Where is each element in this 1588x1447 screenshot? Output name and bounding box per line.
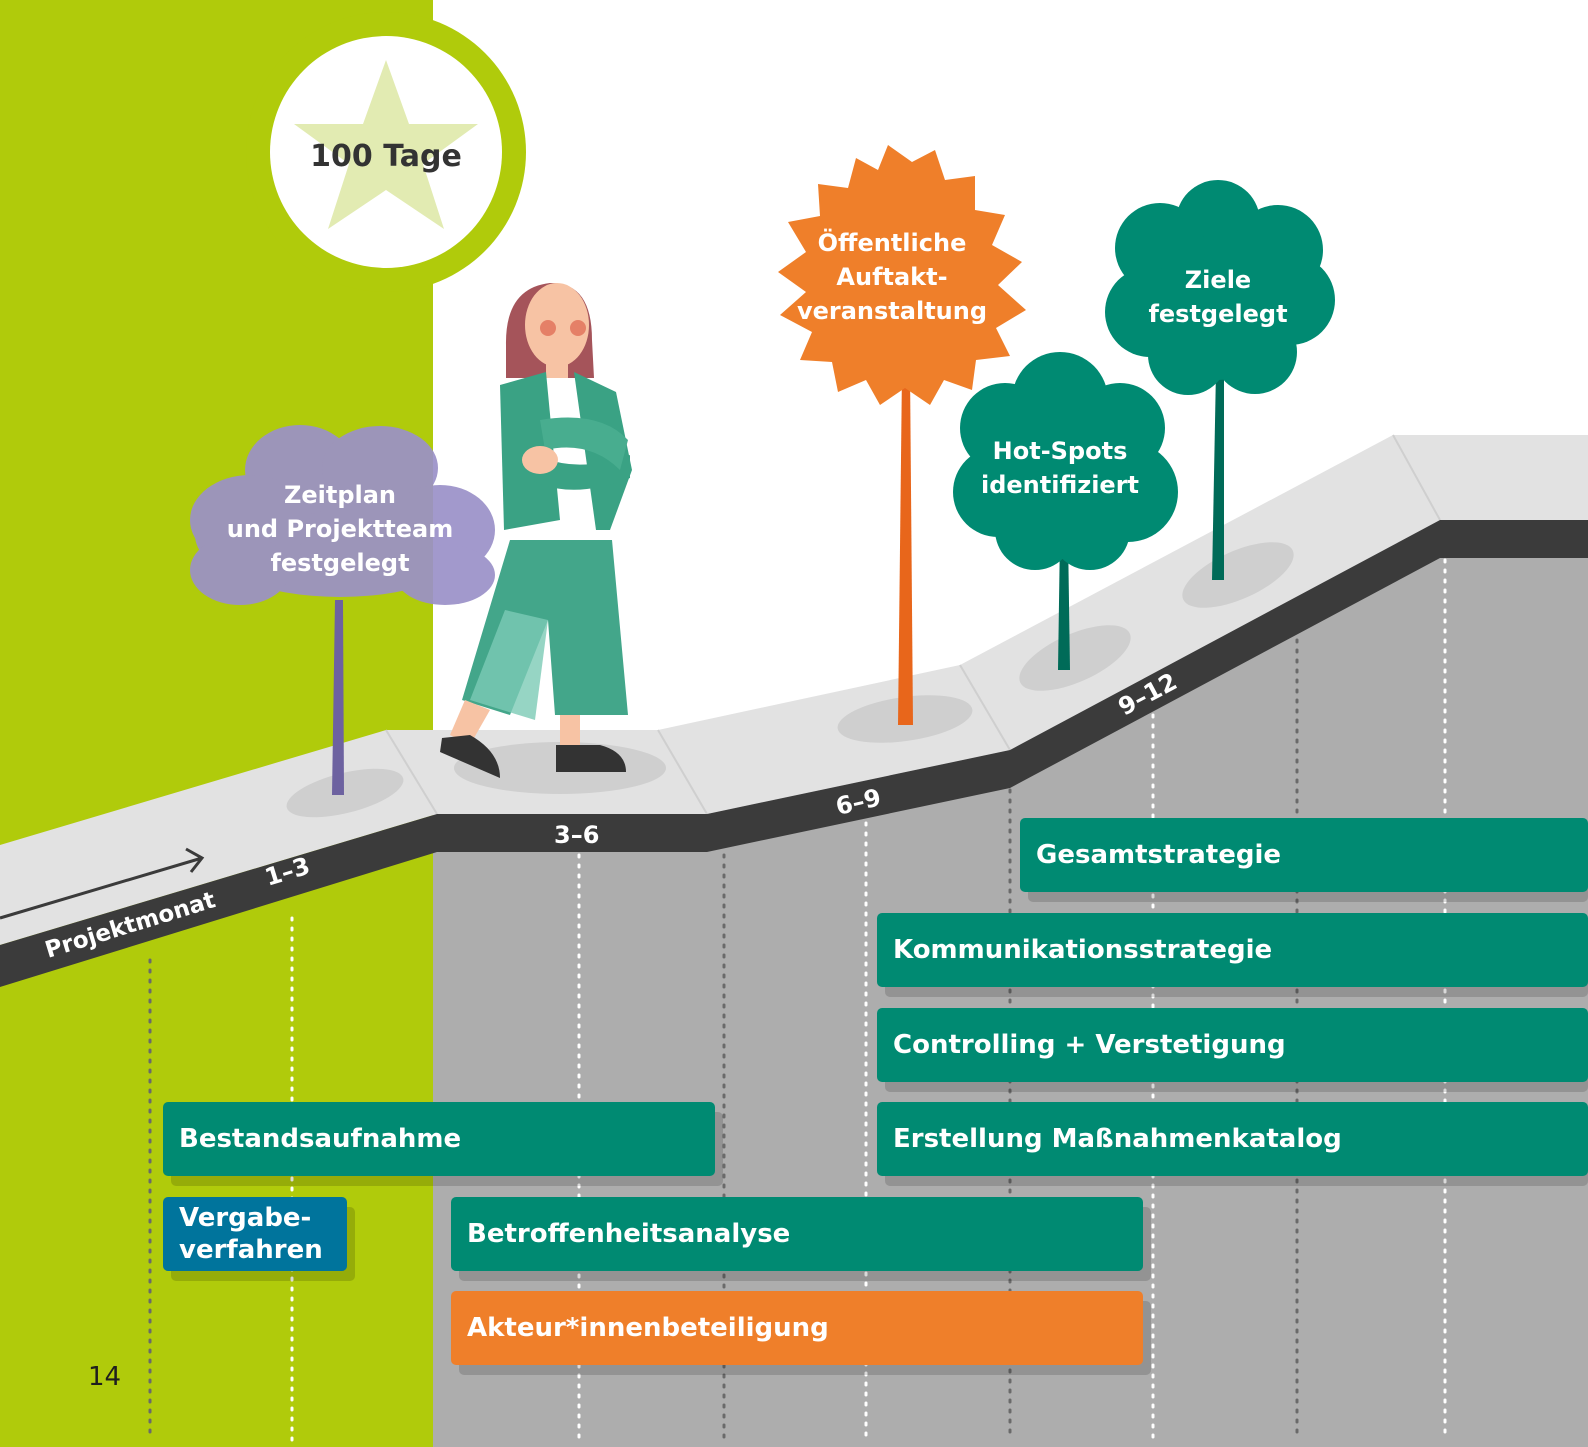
tree-hotspots-line1: Hot-Spots xyxy=(993,437,1128,465)
road-seam xyxy=(385,729,438,815)
tree-zeitplan-line3: festgelegt xyxy=(270,549,409,577)
projektmonat-arrow xyxy=(0,847,205,920)
tree-zeitplan: Zeitplan und Projektteam festgelegt xyxy=(190,425,495,795)
tree-hotspots-line2: identifiziert xyxy=(981,471,1139,499)
bar-vergabeverfahren: Vergabe- verfahren xyxy=(163,1197,347,1271)
bar-controlling: Controlling + Verstetigung xyxy=(877,1008,1588,1082)
road-seam xyxy=(1392,434,1441,521)
tree-zeitplan-line2: und Projektteam xyxy=(227,515,454,543)
bar-akteurinnenbeteiligung: Akteur*innenbeteiligung xyxy=(451,1291,1143,1365)
badge-100-tage: 100 Tage xyxy=(246,12,526,292)
tree-hotspots: Hot-Spots identifiziert xyxy=(953,352,1178,670)
vergabe-line1: Vergabe- xyxy=(179,1203,312,1233)
road-surface xyxy=(0,435,1588,945)
person-illustration xyxy=(440,282,632,778)
tree-ziele-line2: festgelegt xyxy=(1148,300,1287,328)
bar-bestandsaufnahme: Bestandsaufnahme xyxy=(163,1102,715,1176)
tree-zeitplan-line1: Zeitplan xyxy=(284,481,396,509)
star-icon xyxy=(294,60,478,229)
bar-betroffenheitsanalyse: Betroffenheitsanalyse xyxy=(451,1197,1143,1271)
period-label-2: 3–6 xyxy=(554,821,599,849)
vergabe-line2: verfahren xyxy=(179,1235,323,1265)
tree-auftakt-line3: veranstaltung xyxy=(797,297,987,325)
tree-auftakt: Öffentliche Auftakt- veranstaltung xyxy=(778,145,1026,725)
tree-auftakt-line1: Öffentliche xyxy=(818,227,967,257)
tree-auftakt-line2: Auftakt- xyxy=(836,263,947,291)
badge-label: 100 Tage xyxy=(310,139,462,174)
bar-kommunikationsstrategie: Kommunikationsstrategie xyxy=(877,913,1588,987)
bar-massnahmenkatalog: Erstellung Maßnahmenkatalog xyxy=(877,1102,1588,1176)
bar-gesamtstrategie: Gesamtstrategie xyxy=(1020,818,1588,892)
tree-ziele: Ziele festgelegt xyxy=(1105,180,1335,580)
tree-ziele-line1: Ziele xyxy=(1185,266,1251,294)
page-number: 14 xyxy=(88,1362,122,1392)
road-seam xyxy=(657,729,708,815)
road-seam xyxy=(959,664,1011,751)
